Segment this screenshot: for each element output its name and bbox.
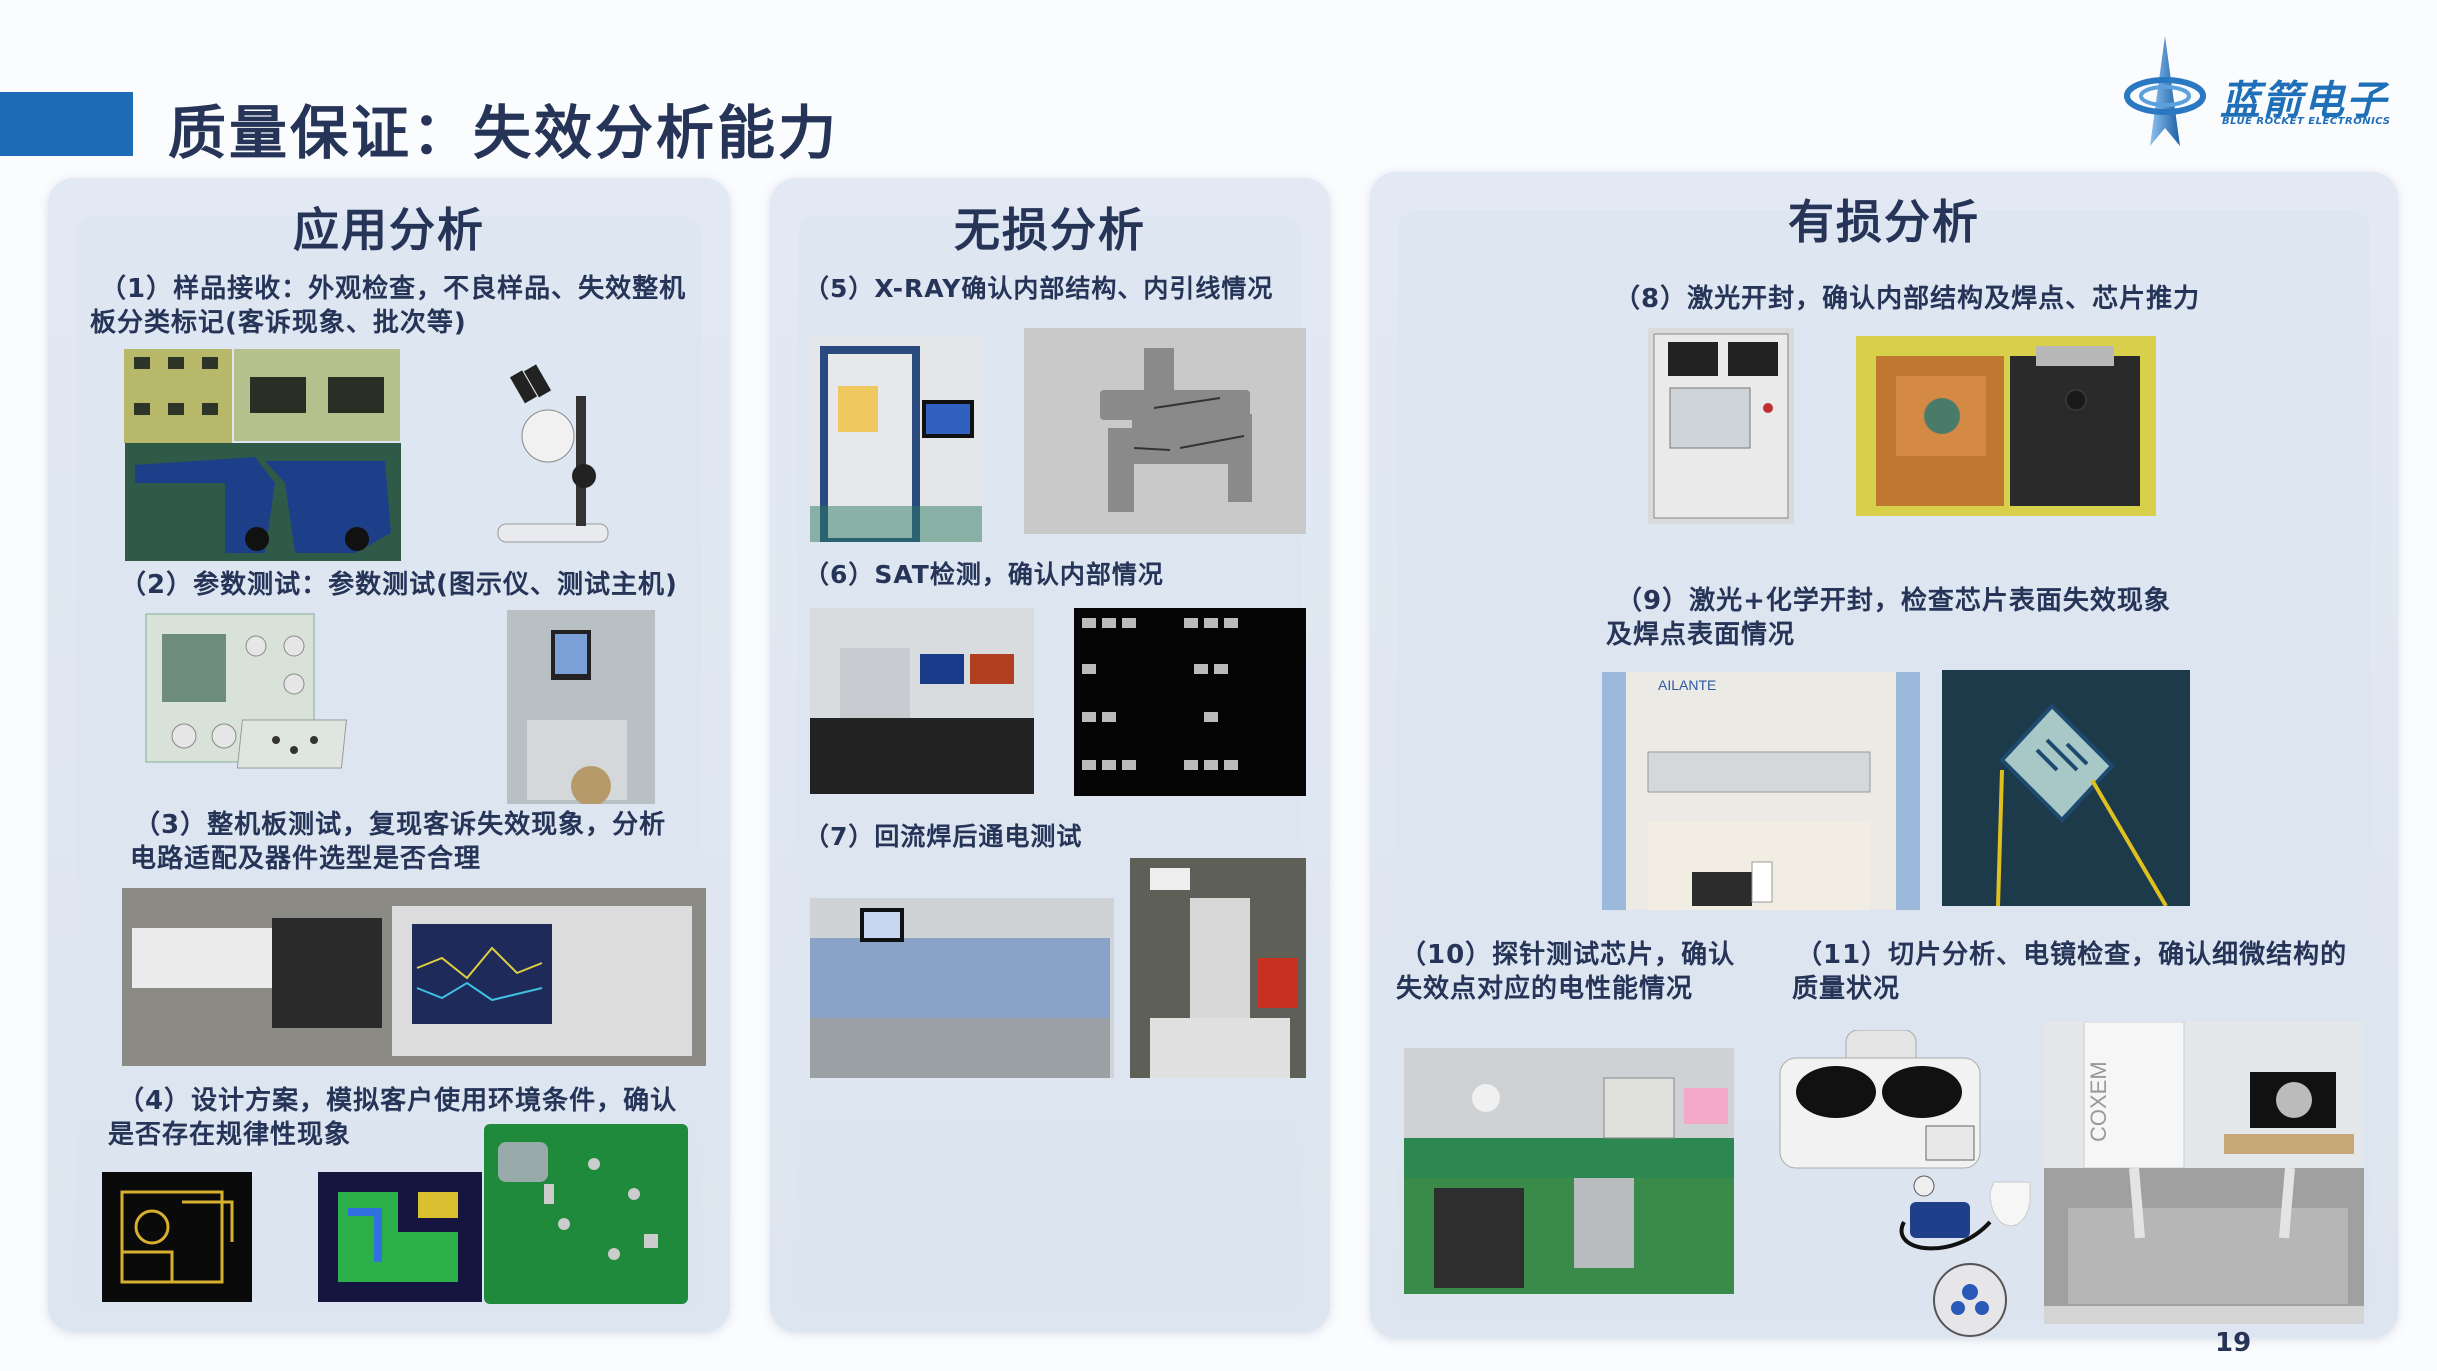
sat-scan-image [1074, 608, 1306, 796]
item-4-caption: （4）设计方案，模拟客户使用环境条件，确认 是否存在规律性现象 [108, 1086, 678, 1150]
panel-nondestructive-analysis: 无损分析 （5）X-RAY确认内部结构、内引线情况 （6）SAT检测，确认内部情… [770, 178, 1330, 1332]
pcb-layout-green [318, 1172, 482, 1302]
probe-station-photo [1404, 1048, 1734, 1294]
polishing-machine-photo [1776, 1030, 1986, 1174]
rocket-ring-icon [2124, 36, 2206, 146]
item-1-caption: （1）样品接收：外观检查，不良样品、失效整机 板分类标记(客诉现象、批次等) [90, 274, 687, 338]
item-11-caption: （11）切片分析、电镜检查，确认细微结构的 质量状况 [1792, 940, 2348, 1004]
page-title: 质量保证：失效分析能力 [168, 99, 840, 167]
decapped-package-photo [1856, 336, 2156, 516]
panel-title: 无损分析 [954, 203, 1146, 257]
marked-sot-chips-photo [124, 349, 232, 443]
xray-machine-photo [810, 336, 982, 542]
test-handler-machine-photo [507, 610, 655, 804]
item-5-caption: （5）X-RAY确认内部结构、内引线情况 [804, 274, 1274, 303]
panel-title: 有损分析 [1788, 195, 1980, 249]
logo-name-cn: 蓝箭电子 [2220, 78, 2388, 124]
cross-section-sem-image [2044, 1168, 2364, 1324]
page-number: 19 [2215, 1328, 2252, 1358]
item-6-caption: （6）SAT检测，确认内部情况 [804, 560, 1164, 589]
vacuum-pump-photo [1894, 1172, 2040, 1256]
item-7-caption: （7）回流焊后通电测试 [804, 822, 1083, 851]
die-surface-micrograph [1942, 670, 2190, 906]
sat-machine-photo [810, 608, 1034, 794]
sem-coxem-photo: COXEM [2044, 1022, 2364, 1168]
blue-pcb-boards-photo [125, 443, 401, 561]
company-logo: 蓝箭电子 BLUE ROCKET ELECTRONICS [2120, 30, 2420, 150]
title-accent-bar [0, 92, 133, 156]
item-3-caption: （3）整机板测试，复现客诉失效现象，分析 电路适配及器件选型是否合理 [130, 810, 667, 874]
pcb-layout-yellow [102, 1172, 252, 1302]
item-2-caption: （2）参数测试：参数测试(图示仪、测试主机) [120, 570, 678, 600]
sample-mount-photo [1930, 1262, 2010, 1338]
panel-application-analysis: 应用分析 （1）样品接收：外观检查，不良样品、失效整机 板分类标记(客诉现象、批… [48, 178, 730, 1332]
fume-hood-brand-text: AILANTE [1658, 677, 1716, 693]
green-pcb-photo [484, 1124, 688, 1304]
power-test-station-photo [1130, 858, 1306, 1078]
stereo-microscope-photo [488, 356, 618, 546]
svg-text:COXEM: COXEM [2086, 1061, 2111, 1142]
item-10-caption: （10）探针测试芯片，确认 失效点对应的电性能情况 [1396, 940, 1736, 1004]
item-9-caption: （9）激光+化学开封，检查芯片表面失效现象 及焊点表面情况 [1606, 586, 2171, 650]
laser-decap-machine-photo [1648, 328, 1794, 524]
item-8-caption: （8）激光开封，确认内部结构及焊点、芯片推力 [1614, 284, 2201, 314]
logo-name-en: BLUE ROCKET ELECTRONICS [2222, 116, 2391, 127]
bench-instruments-photo [122, 888, 706, 1066]
fume-hood-photo: AILANTE [1602, 672, 1920, 910]
panel-title: 应用分析 [293, 203, 485, 257]
sot-chips-closeup-photo [234, 349, 400, 441]
panel-destructive-analysis: 有损分析 （8）激光开封，确认内部结构及焊点、芯片推力 （9）激光+化学开封，检… [1370, 172, 2398, 1338]
xray-image-photo [1024, 328, 1306, 534]
curve-tracer-photo [144, 610, 362, 790]
reflow-oven-photo [810, 898, 1114, 1078]
